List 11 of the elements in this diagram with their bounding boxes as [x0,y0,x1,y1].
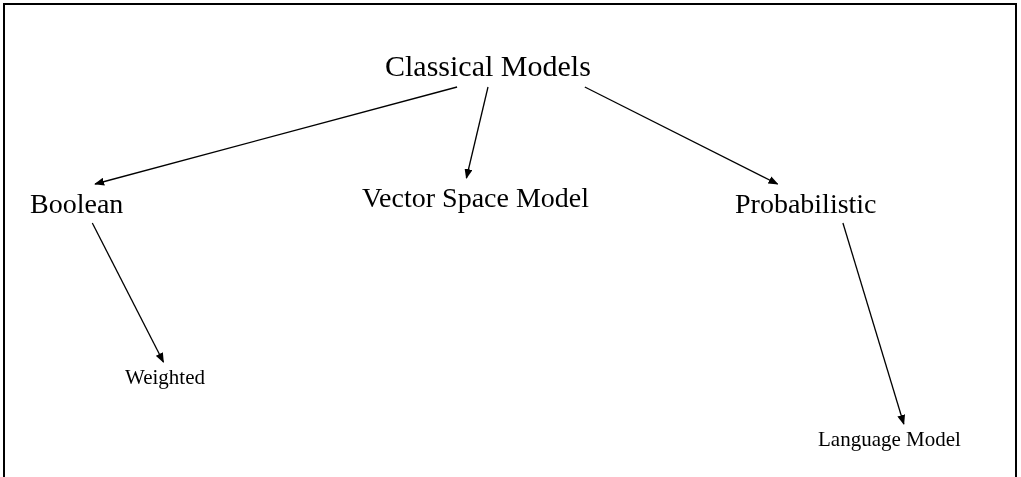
node-label: Boolean [30,187,124,221]
arrow [91,222,165,363]
arrow [842,222,905,425]
node-label: Vector Space Model [362,181,590,215]
node-label: Language Model [818,426,961,453]
arrow [94,86,458,186]
node-label: Probabilistic [735,187,877,221]
arrow [464,86,489,179]
arrow [584,86,779,185]
node-label: Classical Models [385,48,591,84]
node-label: Weighted [125,364,205,391]
